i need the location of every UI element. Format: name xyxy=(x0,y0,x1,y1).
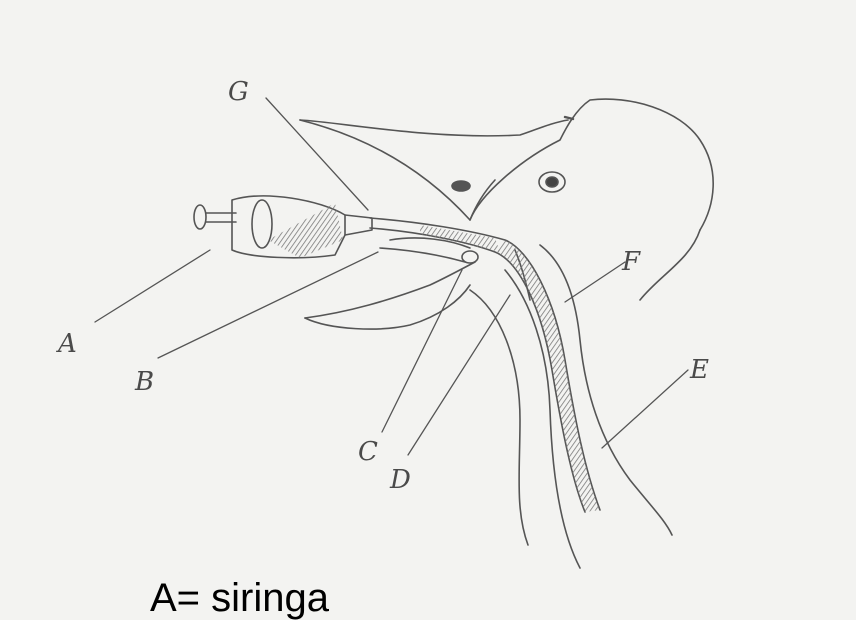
nostril xyxy=(452,181,470,191)
label-f: F xyxy=(621,247,641,277)
leader-b xyxy=(158,252,378,358)
caption: A= siringa xyxy=(150,578,329,618)
leader-e xyxy=(602,370,688,448)
leader-c xyxy=(382,270,462,432)
label-d: D xyxy=(389,465,411,495)
label-c: C xyxy=(358,437,378,467)
label-e: E xyxy=(689,355,709,385)
leader-a xyxy=(95,250,210,322)
leader-g xyxy=(266,98,368,210)
syringe xyxy=(194,196,372,258)
bird-head xyxy=(300,99,713,230)
leader-d xyxy=(408,295,510,455)
label-b: B xyxy=(134,367,154,397)
neck xyxy=(470,230,700,568)
leader-f xyxy=(565,262,625,302)
eye xyxy=(539,172,565,192)
label-a: A xyxy=(56,329,77,359)
leader-lines xyxy=(95,98,688,455)
glottis xyxy=(462,251,478,263)
lower-beak xyxy=(305,238,475,329)
label-g: G xyxy=(228,77,249,107)
